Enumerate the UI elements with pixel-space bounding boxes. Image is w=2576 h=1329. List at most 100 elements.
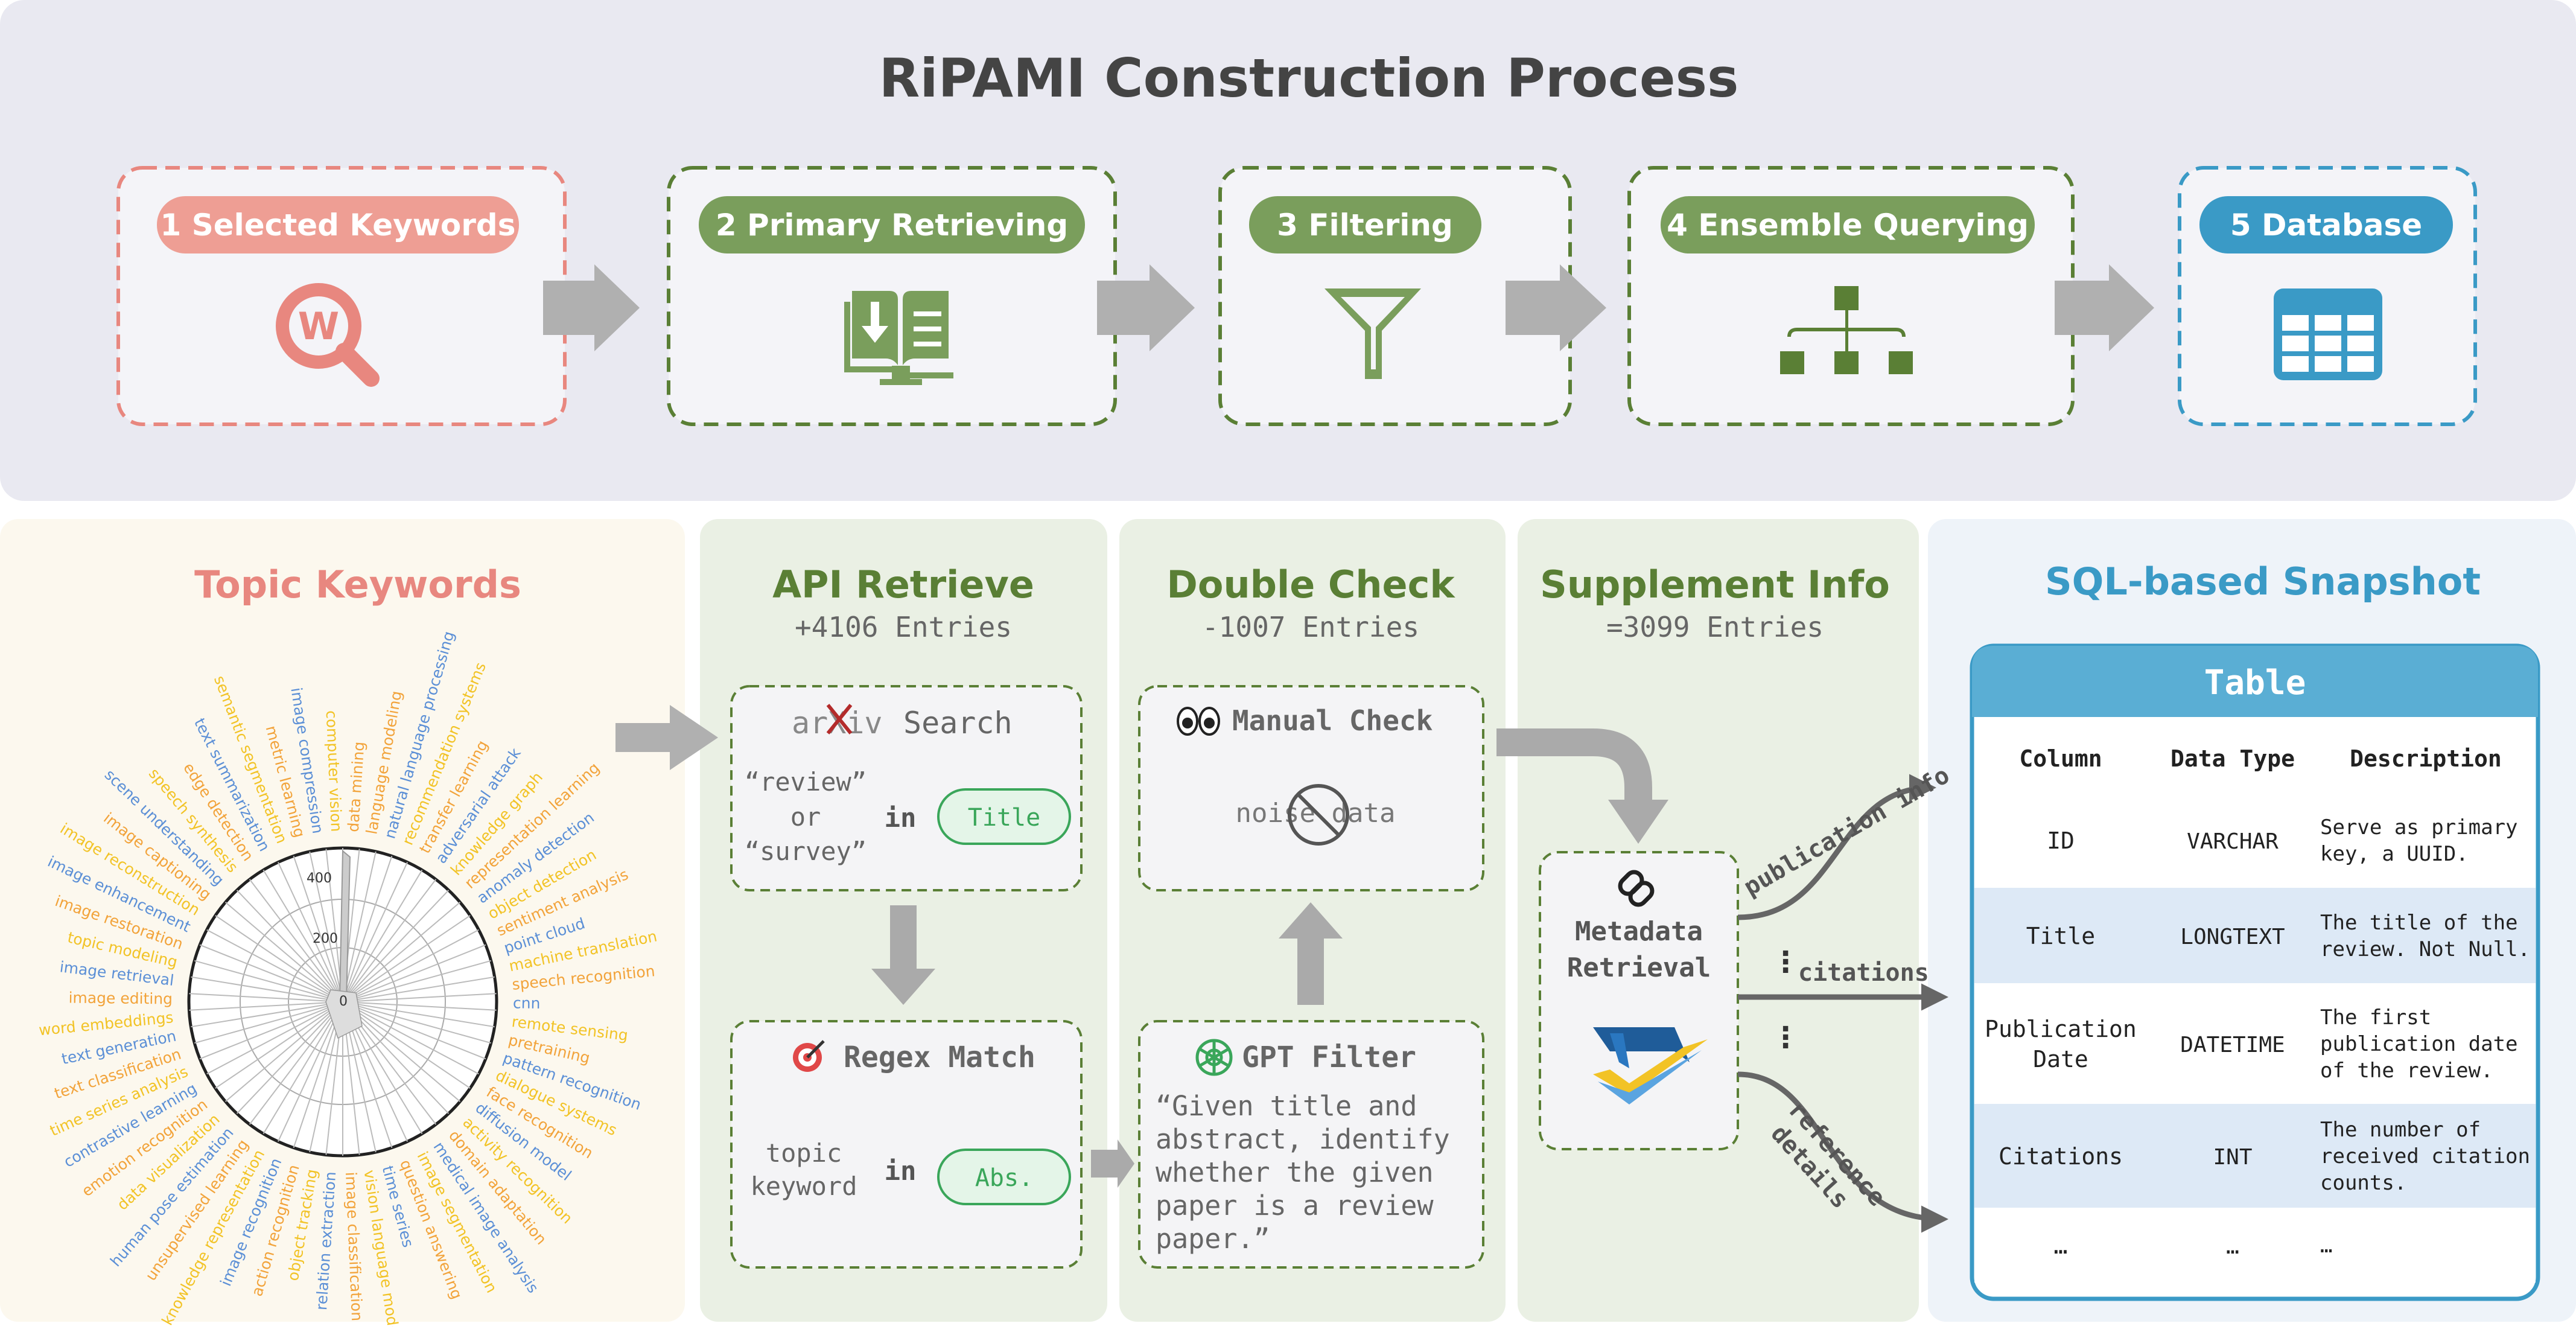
cell-description: received citation bbox=[2320, 1144, 2530, 1168]
dots-1: ⋮ bbox=[1771, 945, 1800, 979]
radial-spoke bbox=[342, 960, 491, 1002]
radial-spoke bbox=[342, 915, 471, 1002]
gpt-quote-line: paper.” bbox=[1156, 1223, 1270, 1255]
gpt-quote-line: abstract, identify bbox=[1156, 1123, 1450, 1155]
radial-spoke bbox=[249, 1001, 343, 1125]
search-label: Search bbox=[903, 706, 1013, 741]
query-line: “survey” bbox=[745, 837, 867, 866]
step-1-label: 1 Selected Keywords bbox=[161, 208, 516, 243]
cell-description: The number of bbox=[2320, 1118, 2481, 1142]
radial-spoke bbox=[342, 869, 423, 1002]
query-line: or bbox=[790, 802, 821, 832]
scholar-check-icon bbox=[1593, 1027, 1708, 1104]
page-title: RiPAMI Construction Process bbox=[879, 47, 1739, 109]
col-header: Data Type bbox=[2171, 745, 2295, 772]
metadata-line: Metadata bbox=[1575, 916, 1703, 947]
step-2-label: 2 Primary Retrieving bbox=[716, 208, 1068, 243]
cell-description: The first bbox=[2320, 1006, 2431, 1030]
radial-spoke bbox=[342, 1001, 491, 1044]
cell-column: Citations bbox=[1999, 1143, 2123, 1170]
cell-type: VARCHAR bbox=[2187, 829, 2279, 854]
eyes-icon bbox=[1177, 707, 1220, 736]
tick-label: 200 bbox=[313, 931, 338, 946]
radial-spoke bbox=[194, 960, 343, 1002]
api-count: +4106 Entries bbox=[795, 611, 1012, 643]
cell-type: DATETIME bbox=[2180, 1033, 2285, 1057]
step-3-label: 3 Filtering bbox=[1277, 208, 1453, 243]
radial-spoke bbox=[191, 976, 343, 1002]
radial-spoke bbox=[236, 890, 343, 1002]
down-arrow bbox=[871, 905, 935, 1005]
gpt-title: GPT Filter bbox=[1242, 1041, 1416, 1074]
in-label: in bbox=[885, 1156, 917, 1187]
cell-column: Publication bbox=[1985, 1016, 2137, 1042]
svg-text:W: W bbox=[298, 304, 339, 348]
regex-box: Regex Match topic keyword in Abs. bbox=[730, 1020, 1083, 1269]
double-heading: Double Check bbox=[1166, 563, 1455, 607]
cell-column: Title bbox=[2026, 923, 2095, 949]
step-1-box: 1 Selected Keywords W bbox=[116, 166, 567, 426]
arxiv-search-box: arXiv Search “review” or “survey” in Tit… bbox=[730, 685, 1083, 891]
radial-spoke bbox=[199, 1001, 343, 1060]
title-pill-label: Title bbox=[968, 804, 1040, 832]
radial-spoke bbox=[206, 1001, 343, 1075]
radial-spoke bbox=[249, 879, 343, 1002]
cell-description: Serve as primary bbox=[2320, 815, 2518, 840]
bend-arrow-head bbox=[1608, 800, 1668, 844]
radial-spoke bbox=[262, 869, 343, 1002]
radial-spoke bbox=[224, 1001, 343, 1102]
api-heading: API Retrieve bbox=[772, 563, 1034, 607]
table-row bbox=[1974, 792, 2536, 888]
radial-spoke bbox=[293, 855, 343, 1002]
manual-title: Manual Check bbox=[1232, 704, 1433, 737]
dots-2: ⋮ bbox=[1771, 1021, 1800, 1054]
step-4-box: 4 Ensemble Querying bbox=[1627, 166, 2075, 426]
table-row bbox=[1974, 1104, 2536, 1208]
col-header: Column bbox=[2019, 745, 2102, 772]
citations-label: citations bbox=[1798, 959, 1929, 987]
cell-description: publication date bbox=[2320, 1032, 2518, 1056]
radial-spoke bbox=[342, 1001, 471, 1089]
query-line: “review” bbox=[745, 767, 867, 797]
table-grid-icon bbox=[2274, 288, 2382, 380]
topic-keyword: image editing bbox=[68, 989, 173, 1007]
radial-spoke bbox=[342, 902, 461, 1002]
book-download-icon bbox=[844, 291, 953, 385]
gpt-quote-line: “Given title and bbox=[1156, 1090, 1417, 1122]
cell-description: The title of the bbox=[2320, 911, 2518, 935]
radial-spoke bbox=[342, 1001, 461, 1102]
step-2-box: 2 Primary Retrieving bbox=[667, 166, 1117, 426]
up-arrow bbox=[1279, 902, 1343, 1005]
table-row bbox=[1974, 888, 2536, 983]
abs-pill bbox=[937, 1149, 1071, 1205]
step-3-box: 3 Filtering bbox=[1218, 166, 1572, 426]
metadata-line: Retrieval bbox=[1567, 952, 1711, 983]
regex-line: keyword bbox=[750, 1171, 857, 1201]
radial-spoke bbox=[309, 851, 343, 1002]
radial-spoke bbox=[189, 993, 343, 1002]
gpt-quote-line: whether the given bbox=[1156, 1156, 1434, 1188]
topic-heading: Topic Keywords bbox=[194, 563, 521, 607]
col-header: Description bbox=[2350, 745, 2502, 772]
cell-column: Date bbox=[2033, 1046, 2088, 1072]
table-title: Table bbox=[2204, 663, 2306, 703]
metadata-box: Metadata Retrieval bbox=[1539, 851, 1739, 1150]
flow-arrow-3 bbox=[1506, 264, 1606, 351]
flow-arrow-topic bbox=[615, 705, 718, 770]
cell-column: … bbox=[2054, 1232, 2068, 1259]
center-bars bbox=[325, 989, 363, 1039]
title-pill bbox=[937, 788, 1071, 845]
radial-spoke bbox=[342, 944, 486, 1002]
radial-spoke bbox=[342, 879, 437, 1002]
flow-arrow-1 bbox=[543, 264, 640, 351]
radial-spoke bbox=[342, 929, 479, 1002]
radial-spoke bbox=[277, 1001, 343, 1142]
step-5-label: 5 Database bbox=[2230, 208, 2422, 243]
radial-spoke bbox=[342, 1001, 486, 1060]
supplement-heading: Supplement Info bbox=[1540, 563, 1890, 607]
radial-spoke bbox=[342, 976, 495, 1002]
cell-description: counts. bbox=[2320, 1171, 2406, 1195]
cell-description: key, a UUID. bbox=[2320, 842, 2469, 866]
radial-spoke bbox=[342, 862, 409, 1002]
